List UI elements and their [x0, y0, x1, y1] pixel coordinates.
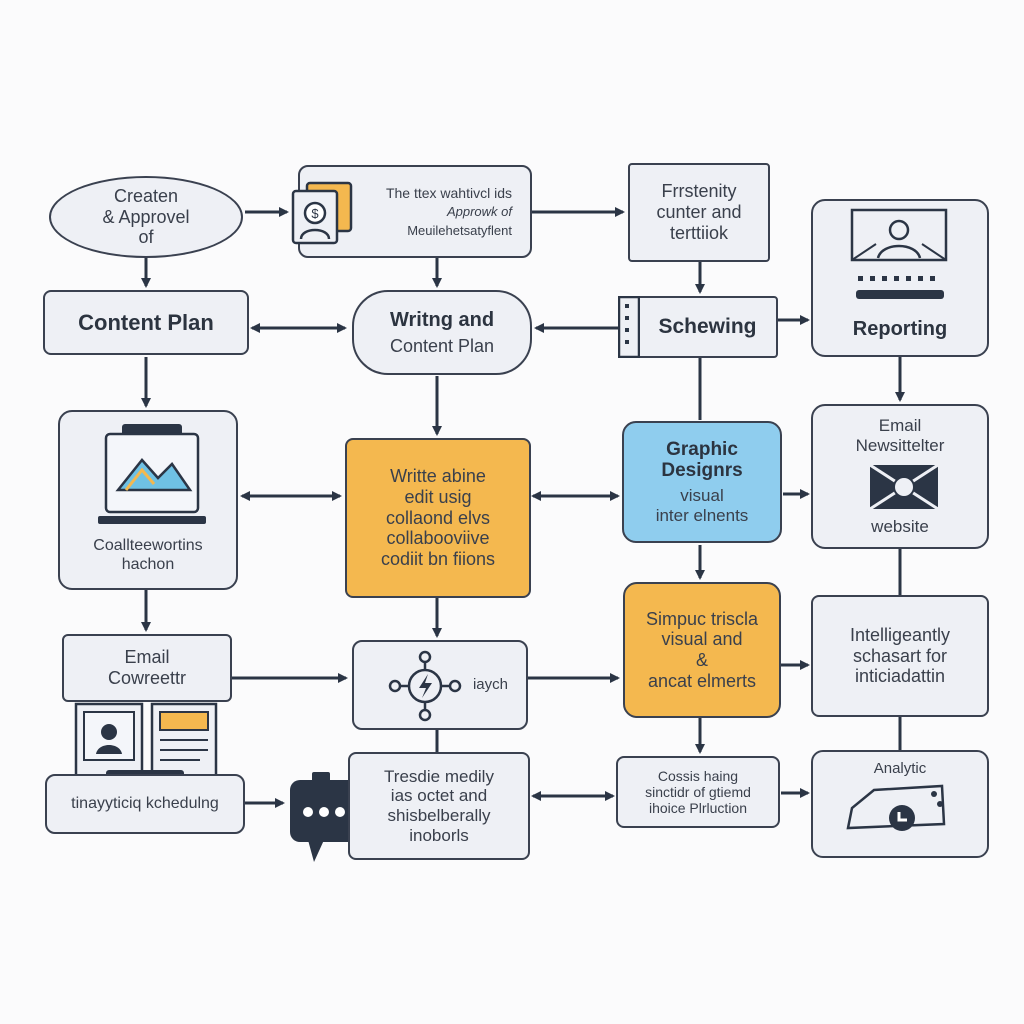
presentation-icon	[848, 208, 952, 304]
frequency-counter-node[interactable]: Frrstenity cunter and terttiiok	[628, 163, 770, 262]
image-frame-icon	[869, 463, 939, 511]
task-approval-line2: Approwk of	[446, 203, 512, 219]
analytic-label: Analytic	[873, 760, 927, 777]
email-converter-node[interactable]: Email Cowreettr	[62, 634, 232, 702]
chat-bubble-icon	[288, 772, 360, 864]
writing-content-plan-subtitle: Content Plan	[389, 335, 495, 356]
laptop-image-icon	[96, 420, 208, 528]
email-newsletter-node[interactable]: Email Newsittelter website	[811, 404, 989, 549]
email-newsletter-subtitle: website	[871, 517, 929, 537]
writing-content-plan-title: Writng and	[389, 308, 495, 331]
task-approval-line1: The ttex wahtivcl ids	[385, 184, 512, 201]
launch-label: iaych	[472, 676, 508, 694]
document-profile-icon	[72, 702, 220, 784]
collab-writing-label: Coallteewortins hachon	[93, 537, 203, 573]
tracking-label: Tresdie medily ias octet and shisbelbera…	[384, 766, 494, 845]
graphic-designs-subtitle: visual inter elnents	[655, 486, 749, 525]
intelligently-node[interactable]: Intelligeantly schasart for inticiadatti…	[811, 595, 989, 717]
creation-approval-label: Createn & Approvel of	[102, 185, 190, 248]
svg-text:$: $	[311, 206, 319, 221]
graphic-designs-node[interactable]: Graphic Designrs visual inter elnents	[622, 421, 782, 543]
network-lightning-icon	[388, 650, 462, 722]
scheduling-label: tinayyticiq kchedulng	[71, 794, 219, 812]
simple-visuals-node[interactable]: Simpuc triscla visual and & ancat elmert…	[623, 582, 781, 718]
email-newsletter-title: Email Newsittelter	[855, 416, 945, 455]
schewing-label: Schewing	[658, 314, 757, 338]
schewing-node[interactable]: Schewing	[621, 296, 778, 358]
writing-content-plan-node[interactable]: Writng and Content Plan	[352, 290, 532, 375]
graphic-designs-title: Graphic Designrs	[661, 438, 743, 482]
frequency-counter-label: Frrstenity cunter and terttiiok	[656, 181, 742, 243]
content-plan-node[interactable]: Content Plan	[43, 290, 249, 355]
task-approval-line3: Meuilehetsatyflent	[407, 222, 512, 238]
tracking-node[interactable]: Tresdie medily ias octet and shisbelbera…	[348, 752, 530, 860]
intelligently-label: Intelligeantly schasart for inticiadatti…	[849, 624, 951, 687]
write-edit-label: Writte abine edit usig collaond elvs col…	[380, 466, 496, 570]
simple-visuals-label: Simpuc triscla visual and & ancat elmert…	[645, 608, 759, 691]
creation-approval-node[interactable]: Createn & Approvel of	[49, 176, 243, 258]
email-converter-label: Email Cowreettr	[107, 647, 187, 688]
reporting-label: Reporting	[852, 318, 948, 340]
car-icon	[844, 780, 948, 834]
write-edit-node[interactable]: Writte abine edit usig collaond elvs col…	[345, 438, 531, 598]
consistent-production-node[interactable]: Cossis haing sinctidr of gtiemd ihoice P…	[616, 756, 780, 828]
consistent-production-label: Cossis haing sinctidr of gtiemd ihoice P…	[645, 767, 751, 817]
film-strip-icon	[617, 295, 641, 359]
scheduling-node[interactable]: tinayyticiq kchedulng	[45, 774, 245, 834]
document-lock-icon: $	[289, 181, 353, 247]
content-plan-label: Content Plan	[78, 309, 214, 335]
